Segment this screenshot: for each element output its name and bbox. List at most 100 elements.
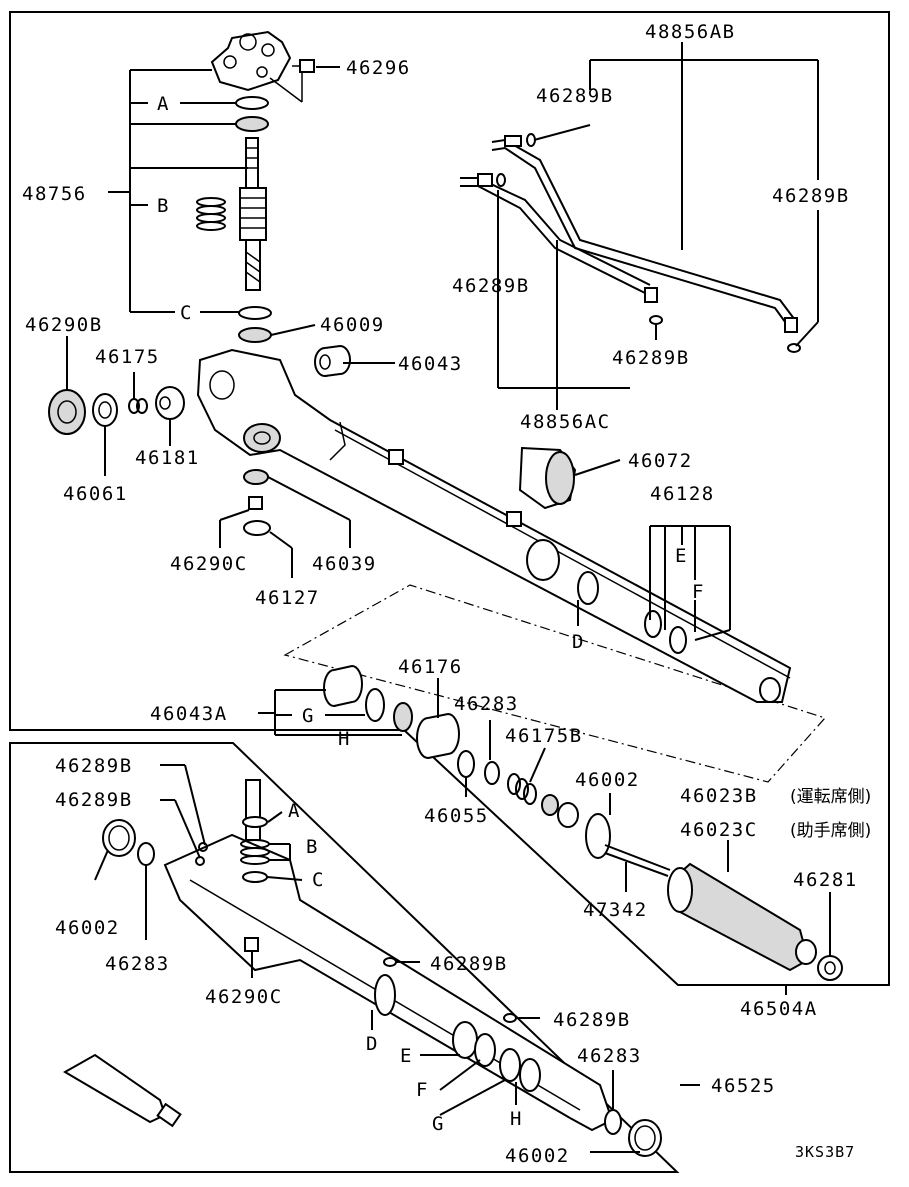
clip-46281 — [817, 955, 843, 981]
o-ring-lower-1 — [198, 842, 208, 852]
seal-h-upper — [393, 702, 413, 732]
label-46289B-8: 46289B — [553, 1009, 631, 1031]
label-46289B-7: 46289B — [430, 953, 508, 975]
label-46175: 46175 — [95, 346, 160, 368]
leader-lines — [66, 42, 831, 1153]
label-47342: 47342 — [583, 899, 648, 921]
label-B-2: B — [306, 836, 319, 858]
pinion-shaft — [239, 137, 267, 291]
seal-46127 — [243, 520, 271, 536]
label-C-1: C — [180, 302, 193, 324]
label-46023C: 46023C — [680, 819, 758, 841]
grease-tube — [63, 1053, 182, 1128]
rack-guide-46181 — [155, 386, 185, 420]
label-D-2: D — [366, 1033, 379, 1055]
o-ring-lower-4 — [503, 1013, 517, 1023]
label-46039: 46039 — [312, 553, 377, 575]
bearing-upper — [235, 116, 269, 132]
label-G-1: G — [302, 705, 315, 727]
label-48756: 48756 — [22, 183, 87, 205]
label-46283-2: 46283 — [105, 953, 170, 975]
o-ring-46289B-d — [787, 343, 801, 353]
label-E-2: E — [400, 1045, 413, 1067]
diagram-code: 3KS3B7 — [795, 1143, 855, 1161]
label-C-2: C — [312, 869, 325, 891]
label-46181: 46181 — [135, 447, 200, 469]
label-E-1: E — [675, 545, 688, 567]
o-ring-46289B-b — [496, 173, 506, 187]
label-48856AC: 48856AC — [520, 411, 611, 433]
adjuster-46061 — [92, 393, 118, 427]
pressure-tube-48856AB — [491, 135, 798, 333]
spring-b-upper — [196, 197, 226, 231]
bushing-46176 — [416, 712, 460, 759]
mount-46072 — [518, 446, 577, 510]
label-46289B-2: 46289B — [772, 185, 850, 207]
label-46023B-driver-side: (運転席側) — [790, 787, 871, 807]
upper-assembly-frame — [9, 11, 890, 986]
label-46043A: 46043A — [150, 703, 228, 725]
o-ring-46289B-c — [649, 315, 663, 325]
label-46128: 46128 — [650, 483, 715, 505]
label-H-1: H — [338, 728, 351, 750]
boot-46023 — [667, 862, 817, 972]
label-46289B-6: 46289B — [55, 789, 133, 811]
ring-46283-lower-left — [137, 842, 155, 866]
label-46072: 46072 — [628, 450, 693, 472]
label-46283-3: 46283 — [577, 1045, 642, 1067]
spring-46175B — [507, 773, 537, 805]
clamp-46002-lower-left — [102, 819, 136, 857]
o-ring-46289B-a — [526, 133, 536, 147]
label-46289B-4: 46289B — [612, 347, 690, 369]
label-H-2: H — [510, 1108, 523, 1130]
seal-g-upper — [365, 688, 385, 722]
label-46289B-5: 46289B — [55, 755, 133, 777]
seal-c-lower — [242, 871, 268, 883]
seal-a-upper — [235, 96, 269, 110]
label-F-1: F — [692, 581, 705, 603]
label-46175B: 46175B — [505, 725, 583, 747]
label-46061: 46061 — [63, 483, 128, 505]
label-46023B: 46023B — [680, 785, 758, 807]
label-46002-1: 46002 — [575, 769, 640, 791]
label-46281: 46281 — [793, 869, 858, 891]
label-46289B-3: 46289B — [452, 275, 530, 297]
label-B-1: B — [157, 195, 170, 217]
label-46023C-passenger-side: (助手席側) — [790, 821, 871, 841]
gear-housing-lower — [163, 779, 614, 1132]
bolt-46296 — [292, 59, 315, 73]
seal-a-lower — [242, 816, 268, 828]
label-46009: 46009 — [320, 314, 385, 336]
bushing-46043 — [314, 344, 351, 377]
tie-rod-46002 — [541, 794, 671, 877]
spring-46175 — [128, 398, 148, 414]
pressure-tube-48856AC — [460, 173, 658, 303]
valve-housing — [210, 30, 292, 92]
label-A-1: A — [157, 93, 170, 115]
seal-c-upper — [238, 306, 272, 320]
bushing-kit-outline — [283, 584, 827, 783]
plug-46290C-upper — [248, 496, 263, 510]
label-46043: 46043 — [398, 353, 463, 375]
label-48856AB: 48856AB — [645, 21, 736, 43]
label-F-2: F — [416, 1079, 429, 1101]
label-46176: 46176 — [398, 656, 463, 678]
label-46290C-2: 46290C — [205, 986, 283, 1008]
seal-46039 — [243, 469, 269, 485]
lower-assembly-frame — [9, 742, 680, 1173]
label-46002-2: 46002 — [55, 917, 120, 939]
ring-46283-upper — [484, 761, 500, 785]
label-46525: 46525 — [711, 1075, 776, 1097]
label-46283-1: 46283 — [454, 693, 519, 715]
label-46290B: 46290B — [25, 314, 103, 336]
label-46290C-1: 46290C — [170, 553, 248, 575]
label-46504A: 46504A — [740, 998, 818, 1020]
label-D-1: D — [572, 631, 585, 653]
label-46289B-1: 46289B — [536, 85, 614, 107]
nut-46290B — [48, 389, 86, 435]
seal-46009 — [238, 327, 272, 343]
label-46296: 46296 — [346, 57, 411, 79]
label-46002-3: 46002 — [505, 1145, 570, 1167]
bushing-46043A — [323, 664, 363, 707]
